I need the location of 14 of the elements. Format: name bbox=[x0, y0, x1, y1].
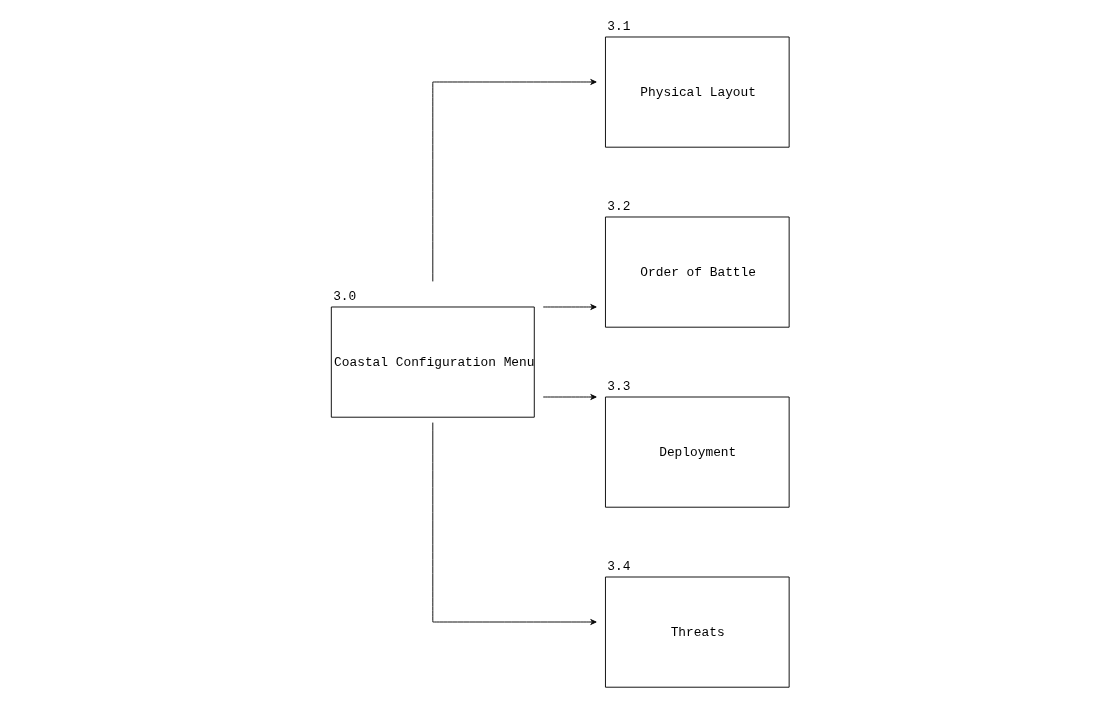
node-label: 3.4 bbox=[607, 558, 631, 574]
arrow bbox=[432, 79, 597, 282]
node-box: Physical Layout bbox=[605, 36, 790, 148]
node-box: Order of Battle bbox=[605, 216, 790, 328]
node-label: 3.1 bbox=[607, 18, 631, 34]
node-label: 3.0 bbox=[333, 288, 357, 304]
arrow bbox=[432, 422, 597, 625]
node-box: Threats bbox=[605, 576, 790, 688]
arrow bbox=[542, 304, 597, 310]
arrow bbox=[542, 394, 597, 400]
node-box: Deployment bbox=[605, 396, 790, 508]
node-label: 3.2 bbox=[607, 198, 631, 214]
node-label: 3.3 bbox=[607, 378, 631, 394]
node-box: Coastal Configuration Menu bbox=[330, 306, 535, 418]
